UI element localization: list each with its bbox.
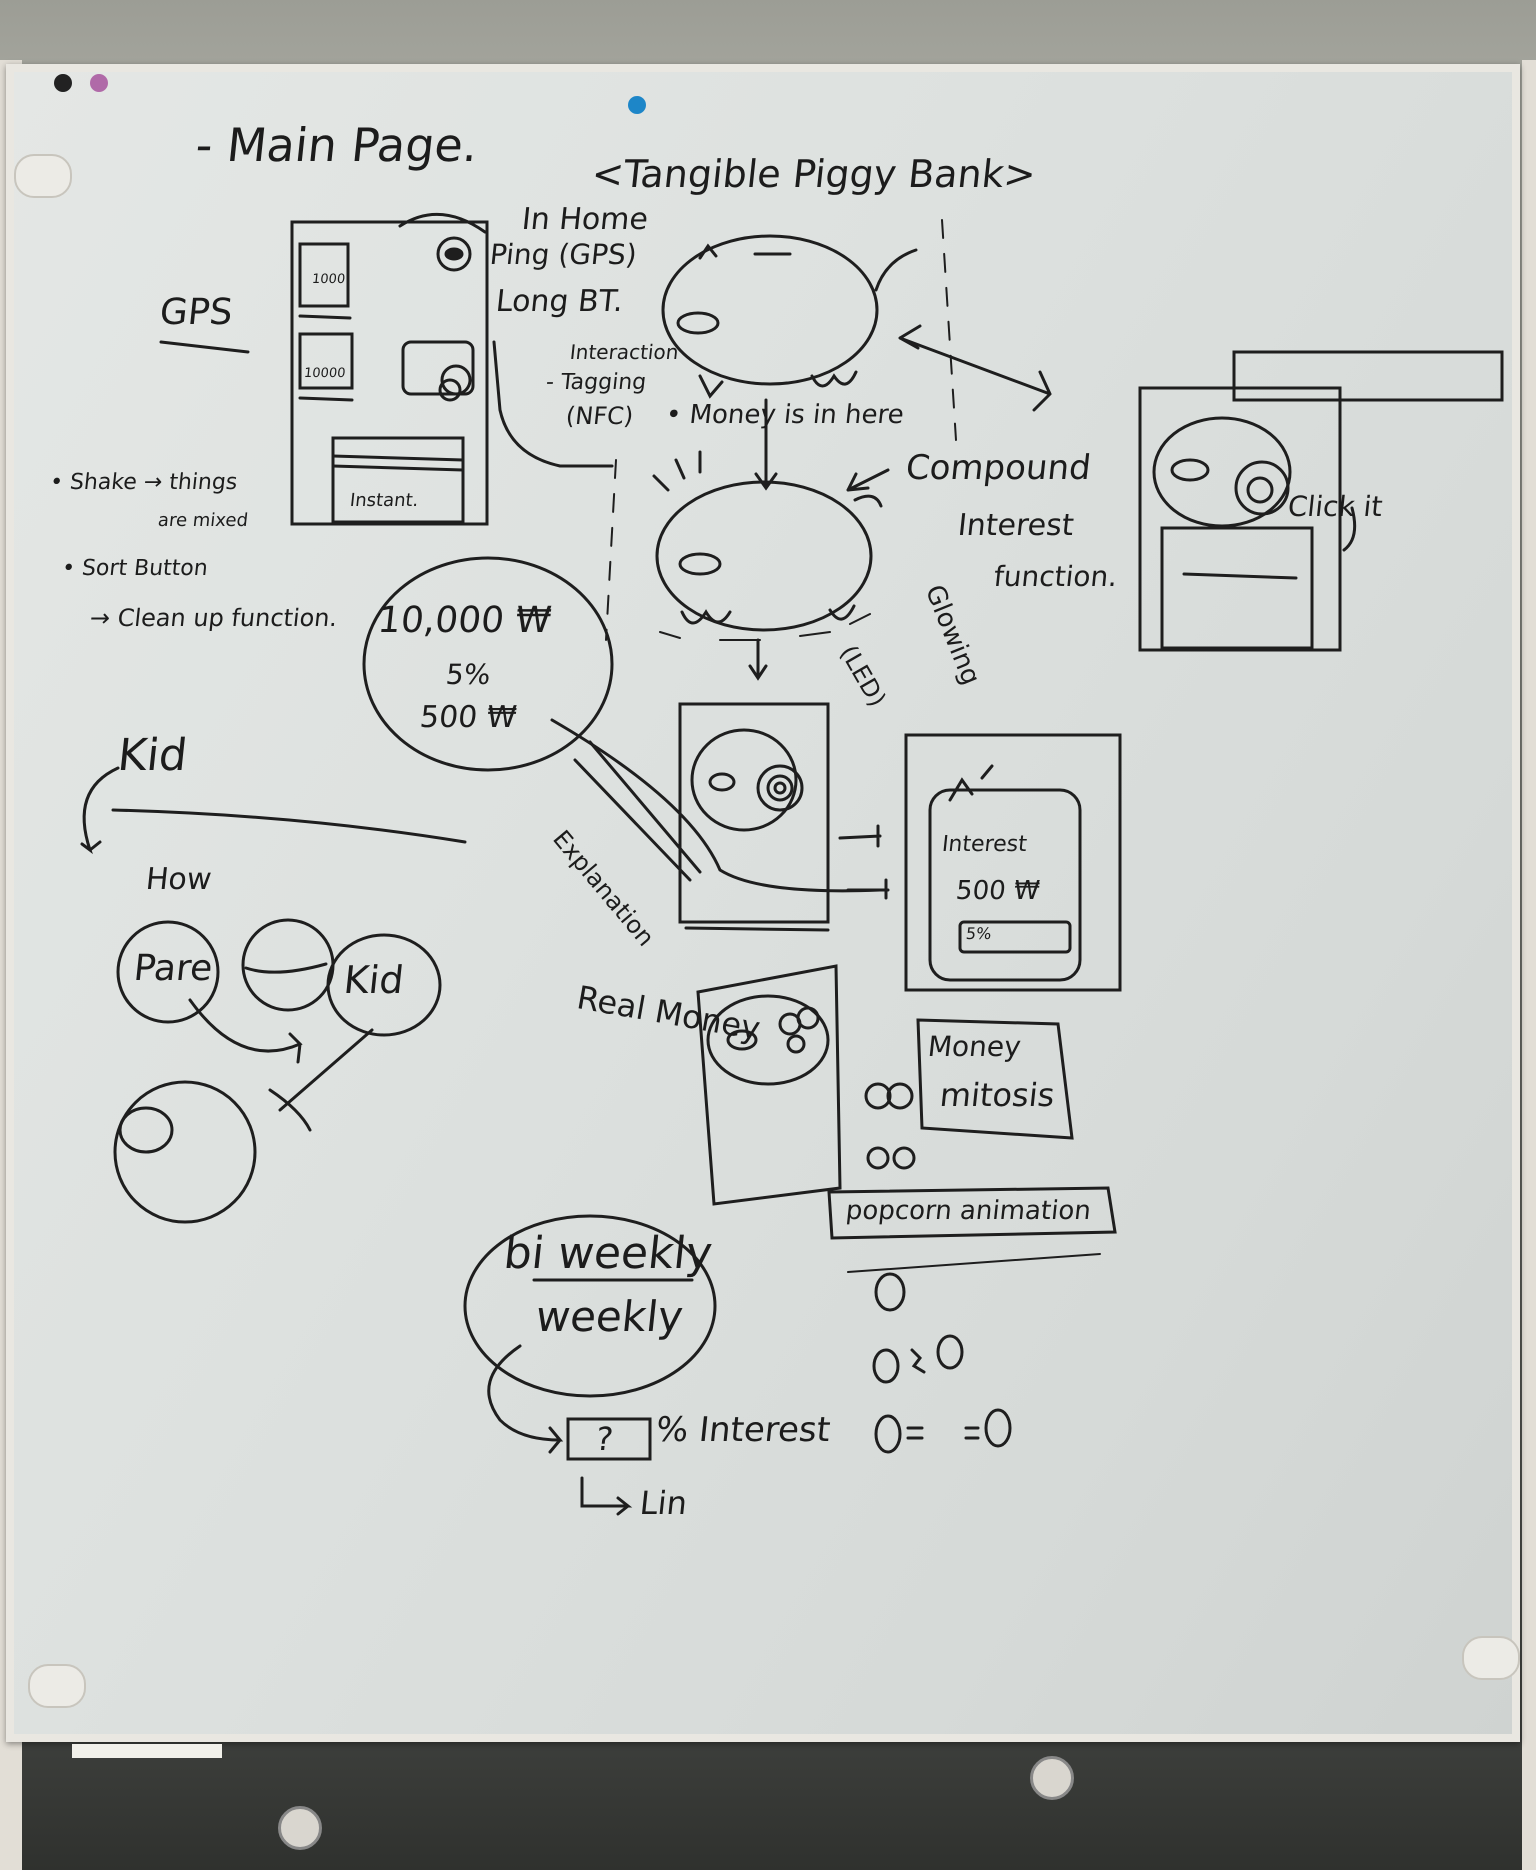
piggy-bank-sketch <box>661 234 918 399</box>
note-shake: • Shake → things <box>48 470 239 495</box>
interaction-tagging: - Tagging <box>544 370 648 395</box>
label-in-home: In Home <box>520 202 650 237</box>
calc-rate: 5% <box>444 658 493 691</box>
glowing-piggy-sketch <box>652 450 883 681</box>
frequency-circle <box>463 1214 717 1398</box>
card-value: 1000 <box>311 272 346 287</box>
interest-label: Interest <box>956 508 1076 543</box>
stand-wheel <box>278 1806 322 1850</box>
gps-label: GPS <box>157 292 235 333</box>
parent-label: Pare <box>131 948 215 989</box>
money-note: • Money is in here <box>664 400 906 430</box>
money-mitosis-box <box>916 1018 1074 1140</box>
percent-interest-label: % Interest <box>653 1410 833 1450</box>
instant-label: Instant. <box>348 490 420 511</box>
note-sort: • Sort Button <box>60 556 210 581</box>
popcorn-box <box>827 1186 1117 1240</box>
whiteboard-stand-right <box>1522 60 1536 1870</box>
explanation-band <box>573 740 702 882</box>
calc-amount: 10,000 ₩ <box>375 600 554 641</box>
double-arrow <box>898 324 1052 412</box>
dashed-divider <box>941 219 957 441</box>
how-label: How <box>144 862 214 897</box>
interaction-title: Interaction <box>568 340 680 364</box>
whiteboard <box>6 64 1520 1742</box>
magnet <box>628 96 646 114</box>
calculation-circle <box>362 556 614 772</box>
compound-arrow <box>846 468 890 492</box>
interaction-nfc: (NFC) <box>564 402 635 430</box>
biweekly-label: bi weekly <box>501 1228 715 1279</box>
mitosis-label: mitosis <box>938 1076 1057 1114</box>
mitosis-label: Money <box>926 1030 1023 1063</box>
note-shake-cont: are mixed <box>156 510 250 531</box>
calc-result: 500 ₩ <box>418 700 519 735</box>
compound-label: Compound <box>903 448 1093 488</box>
main-page-phone-sketch <box>290 212 614 526</box>
note-sort-cont: → Clean up function. <box>88 604 339 632</box>
magnet <box>90 74 108 92</box>
click-it-label: Click it <box>1286 490 1385 523</box>
link-arrow <box>580 1476 633 1516</box>
board-label-sticker <box>72 1744 222 1758</box>
magnet <box>54 74 72 92</box>
interest-screen-title: Interest <box>940 832 1029 857</box>
frequency-arrow <box>487 1344 564 1454</box>
link-label: Lin <box>638 1484 689 1522</box>
kid-circle-label: Kid <box>341 958 406 1002</box>
function-label: function. <box>992 560 1120 593</box>
stand-wheel <box>1030 1756 1074 1800</box>
label-ping-gps: Ping (GPS) <box>488 238 639 271</box>
interest-screen-rate: 5% <box>965 924 993 943</box>
card-value: 10000 <box>303 366 347 381</box>
label-long-bt: Long BT. <box>494 284 625 319</box>
page-title: - Main Page. <box>193 118 481 172</box>
heading: <Tangible Piggy Bank> <box>589 152 1038 196</box>
popcorn-coins <box>872 1272 1012 1454</box>
real-money-phone-sketch <box>696 964 842 1206</box>
board-clip <box>14 154 72 198</box>
popcorn-label: popcorn animation <box>844 1196 1093 1226</box>
weekly-label: weekly <box>533 1292 686 1341</box>
mitosis-coins <box>864 1082 916 1170</box>
interest-screen-amount: 500 ₩ <box>954 876 1042 906</box>
gps-underline <box>159 340 250 354</box>
dashed-divider <box>605 459 617 641</box>
explanation-curve <box>550 718 882 893</box>
board-clip <box>1462 1636 1520 1680</box>
kid-underline <box>111 808 467 844</box>
kid-title: Kid <box>115 730 190 781</box>
parent-kid-relationship <box>113 918 442 1224</box>
interest-phone-sketch <box>904 733 1122 992</box>
pig-animation-phone-sketch <box>678 702 890 932</box>
kid-arrow <box>80 766 120 855</box>
piggy-click-phone-sketch <box>1138 350 1504 652</box>
board-clip <box>28 1664 86 1708</box>
question-box <box>566 1417 652 1461</box>
